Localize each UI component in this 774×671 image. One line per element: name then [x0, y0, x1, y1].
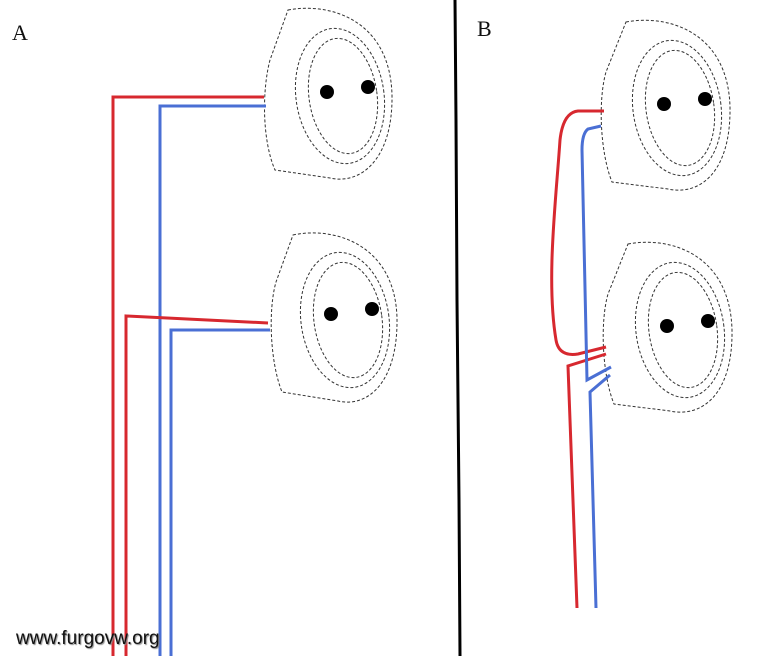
- neutral-wire-bottom: [169, 328, 270, 656]
- panel-label-a: A: [12, 20, 28, 45]
- live-wire-top: [111, 95, 264, 656]
- socket-icon: [270, 232, 398, 403]
- panel-divider: [453, 0, 462, 657]
- socket-b-top: [600, 19, 731, 191]
- socket-a-bottom: [270, 232, 398, 403]
- live-wire-feed: [566, 352, 607, 609]
- socket-pin: [660, 319, 674, 333]
- neutral-wire-feed: [588, 373, 611, 609]
- socket-icon: [600, 19, 731, 191]
- neutral-wire-top: [158, 104, 266, 656]
- live-wire-loop: [550, 109, 607, 356]
- socket-pin: [324, 307, 338, 321]
- neutral-wire-loop: [580, 124, 612, 383]
- panel-label-b: B: [477, 16, 492, 41]
- live-wire-bottom: [124, 314, 269, 656]
- wires-panel-b: [550, 109, 612, 609]
- socket-pin: [701, 314, 715, 328]
- socket-pin: [657, 97, 671, 111]
- socket-pin: [698, 92, 712, 106]
- socket-icon: [264, 7, 393, 180]
- watermark: www.furgovw.org: [16, 628, 160, 649]
- socket-pin: [365, 302, 379, 316]
- socket-pin: [320, 85, 334, 99]
- socket-pin: [361, 80, 375, 94]
- socket-icon: [602, 241, 733, 413]
- socket-b-bottom: [602, 241, 733, 413]
- socket-a-top: [264, 7, 393, 180]
- wires-panel-a: [111, 95, 270, 656]
